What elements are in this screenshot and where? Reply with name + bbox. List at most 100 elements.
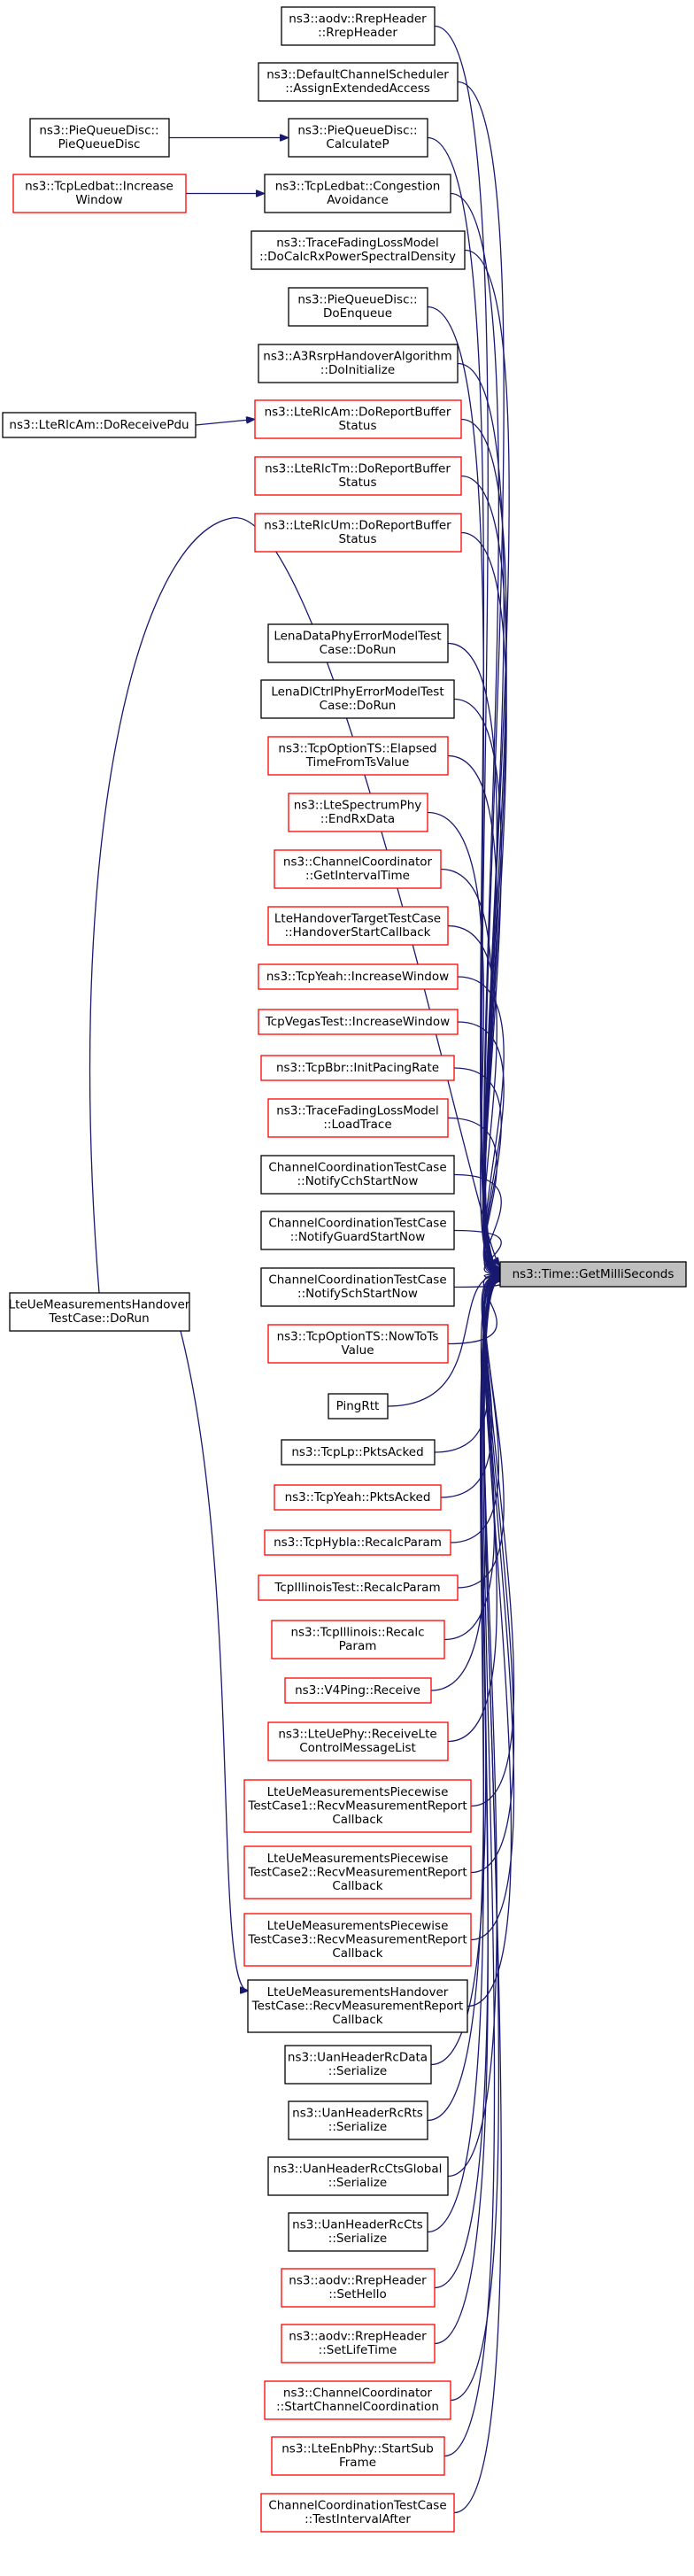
edge-second-level — [180, 1330, 248, 1991]
caller-node[interactable]: LteUeMeasurementsPiecewiseTestCase2::Rec… — [243, 1845, 472, 1899]
caller-node-label: ns3::TcpLedbat::Congestion — [275, 180, 441, 194]
caller-node-label: ns3::TraceFadingLossModel — [276, 236, 438, 251]
caller-node[interactable]: ns3::TraceFadingLossModel::LoadTrace — [267, 1098, 449, 1138]
caller-node-box — [264, 1529, 451, 1556]
caller-node-label: ns3::TcpIllinois::Recalc — [290, 1626, 424, 1640]
caller-node-box — [271, 1620, 445, 1659]
caller-node-box — [288, 2212, 428, 2252]
caller-node-label: DoEnqueue — [323, 306, 392, 321]
second-level-node-label: Window — [75, 193, 122, 207]
caller-node-label: ::TestIntervalAfter — [305, 2512, 411, 2526]
caller-node-label: ns3::UanHeaderRcRts — [292, 2107, 423, 2121]
caller-node[interactable]: ns3::TraceFadingLossModel::DoCalcRxPower… — [251, 230, 466, 270]
second-level-node[interactable]: ns3::TcpLedbat::IncreaseWindow — [12, 174, 187, 213]
caller-node-label: ::GetIntervalTime — [305, 869, 410, 883]
caller-node-label: Callback — [332, 1879, 382, 1893]
caller-node-box — [288, 118, 428, 158]
caller-node-label: ns3::V4Ping::Receive — [295, 1683, 420, 1698]
caller-node[interactable]: ns3::UanHeaderRcData::Serialize — [284, 2045, 432, 2085]
caller-node-box — [267, 1098, 449, 1138]
caller-node[interactable]: ns3::ChannelCoordinator::GetIntervalTime — [274, 849, 442, 889]
caller-node[interactable]: ChannelCoordinationTestCase::NotifyGuard… — [260, 1211, 455, 1250]
caller-node-box — [260, 2493, 455, 2533]
caller-node[interactable]: ns3::TcpYeah::IncreaseWindow — [258, 963, 459, 990]
caller-node-box — [260, 1267, 455, 1307]
caller-node-label: Status — [338, 476, 376, 490]
caller-node[interactable]: PingRtt — [328, 1393, 389, 1420]
caller-node-label: Callback — [332, 1946, 382, 1961]
caller-node[interactable]: ns3::ChannelCoordinator::StartChannelCoo… — [264, 2380, 451, 2420]
caller-node[interactable]: ns3::A3RsrpHandoverAlgorithm::DoInitiali… — [258, 344, 459, 383]
caller-node[interactable]: ns3::LteSpectrumPhy::EndRxData — [288, 793, 428, 832]
caller-node-label: ns3::PieQueueDisc:: — [297, 293, 417, 307]
caller-node-label: ::DoInitialize — [320, 363, 395, 377]
caller-node[interactable]: ns3::aodv::RrepHeader::SetHello — [281, 2268, 436, 2308]
edge-to-target — [453, 1229, 502, 1274]
caller-node[interactable]: ns3::UanHeaderRcCts::Serialize — [288, 2212, 428, 2252]
caller-node-label: ControlMessageList — [299, 1741, 416, 1755]
caller-node-box — [267, 2156, 449, 2196]
caller-node-box — [267, 1324, 449, 1364]
caller-node-label: Case::DoRun — [320, 643, 397, 657]
caller-node[interactable]: ns3::V4Ping::Receive — [284, 1677, 432, 1704]
caller-node[interactable]: TcpVegasTest::IncreaseWindow — [258, 1009, 459, 1035]
second-level-node-box — [2, 412, 197, 438]
caller-node-label: ns3::UanHeaderRcData — [288, 2051, 428, 2065]
caller-node[interactable]: ns3::UanHeaderRcRts::Serialize — [288, 2100, 428, 2140]
caller-node[interactable]: ns3::LteUePhy::ReceiveLteControlMessageL… — [267, 1721, 449, 1761]
caller-node-box — [288, 287, 428, 327]
caller-node[interactable]: TcpIllinoisTest::RecalcParam — [258, 1574, 459, 1601]
caller-node[interactable]: ChannelCoordinationTestCase::NotifySchSt… — [260, 1267, 455, 1307]
caller-node-box — [274, 849, 442, 889]
caller-node[interactable]: LteHandoverTargetTestCase::HandoverStart… — [267, 906, 449, 946]
caller-node-label: ns3::LteRlcAm::DoReportBuffer — [265, 406, 451, 420]
caller-node-label: Case::DoRun — [320, 699, 397, 713]
caller-node-label: ::EndRxData — [320, 812, 395, 826]
caller-node[interactable]: ns3::TcpHybla::RecalcParam — [264, 1529, 451, 1556]
caller-node[interactable]: ns3::PieQueueDisc::CalculateP — [288, 118, 428, 158]
edge-to-target — [427, 1279, 499, 2122]
second-level-node-label: PieQueueDisc — [58, 137, 141, 151]
caller-node[interactable]: LteUeMeasurementsHandoverTestCase::RecvM… — [247, 1979, 468, 2033]
target-node-box — [499, 1261, 687, 1288]
target-node[interactable]: ns3::Time::GetMilliSeconds — [499, 1261, 687, 1288]
caller-node[interactable]: ns3::TcpYeah::PktsAcked — [274, 1484, 442, 1511]
second-level-node-label: ns3::LteRlcAm::DoReceivePdu — [9, 418, 189, 432]
edge-to-target — [434, 1280, 499, 2345]
caller-node[interactable]: ChannelCoordinationTestCase::TestInterva… — [260, 2493, 455, 2533]
caller-node[interactable]: LteUeMeasurementsPiecewiseTestCase3::Rec… — [243, 1913, 472, 1967]
caller-node[interactable]: ns3::TcpLp::PktsAcked — [281, 1439, 436, 1466]
caller-node[interactable]: LteUeMeasurementsPiecewiseTestCase1::Rec… — [243, 1779, 472, 1833]
caller-node[interactable]: ns3::PieQueueDisc::DoEnqueue — [288, 287, 428, 327]
caller-node[interactable]: ns3::TcpIllinois::RecalcParam — [271, 1620, 445, 1659]
caller-node-box — [281, 2324, 436, 2363]
caller-node-label: ns3::LteRlcUm::DoReportBuffer — [264, 519, 451, 533]
caller-node-label: ns3::aodv::RrepHeader — [289, 2274, 427, 2288]
caller-node-label: TestCase1::RecvMeasurementReport — [247, 1799, 467, 1813]
caller-node-label: ChannelCoordinationTestCase — [268, 1161, 446, 1175]
caller-node[interactable]: ChannelCoordinationTestCase::NotifyCchSt… — [260, 1155, 455, 1195]
caller-node[interactable]: ns3::TcpBbr::InitPacingRate — [260, 1055, 455, 1081]
caller-node[interactable]: ns3::aodv::RrepHeader::RrepHeader — [281, 6, 436, 46]
caller-node-label: ns3::TcpBbr::InitPacingRate — [276, 1061, 439, 1075]
caller-node-label: ChannelCoordinationTestCase — [268, 1217, 446, 1231]
caller-node[interactable]: ns3::DefaultChannelScheduler::AssignExte… — [258, 62, 459, 102]
caller-node-label: Callback — [332, 2013, 382, 2027]
caller-node-label: LteUeMeasurementsPiecewise — [267, 1919, 449, 1933]
edge-to-target — [470, 1278, 515, 1874]
caller-node[interactable]: ns3::aodv::RrepHeader::SetLifeTime — [281, 2324, 436, 2363]
second-level-node[interactable]: ns3::PieQueueDisc::PieQueueDisc — [29, 118, 170, 158]
second-level-node[interactable]: ns3::LteRlcAm::DoReceivePdu — [2, 412, 197, 438]
caller-node[interactable]: ns3::UanHeaderRcCtsGlobal::Serialize — [267, 2156, 449, 2196]
